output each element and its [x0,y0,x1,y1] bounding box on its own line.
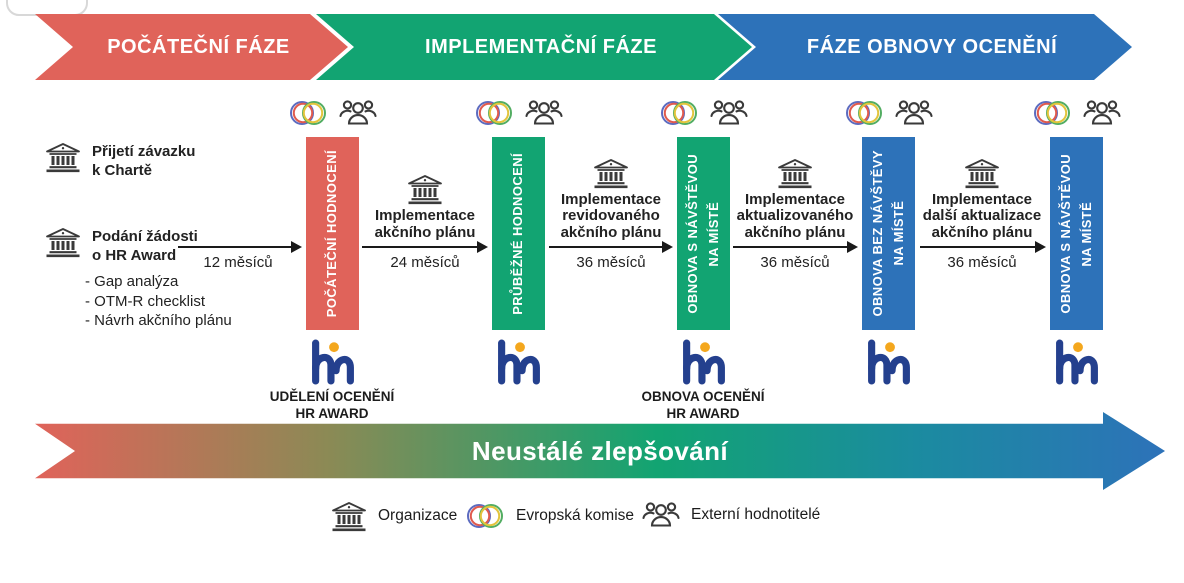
milestone-bar-initial-assessment: POČÁTEČNÍ HODNOCENÍ [306,137,359,330]
people-icon [894,98,934,128]
phase-label: FÁZE OBNOVY OCENĚNÍ [806,35,1058,58]
bank-icon [44,141,82,173]
milestone-bar-renewal-site-visit-1: OBNOVA S NÁVŠTĚVOU NA MÍSTĚ [677,137,730,330]
bank-icon [963,157,1001,189]
timeline-arrow-4 [733,240,858,255]
duration-label: 36 měsíců [947,254,1017,271]
rings-icon [464,500,506,532]
phase-banner-renewal: FÁZE OBNOVY OCENĚNÍ [718,14,1132,80]
legend-european-commission: Evropská komise [464,500,634,532]
legend-organization: Organizace [330,500,457,532]
phase-label: POČÁTEČNÍ FÁZE [107,35,290,58]
people-icon [1082,98,1122,128]
timeline-arrow-2 [362,240,488,255]
duration-label: 36 měsíců [576,254,646,271]
assessor-icons-5 [1024,97,1128,129]
legend-label: Organizace [378,507,458,524]
hr-excellence-logo [861,338,917,385]
rings-icon [473,97,515,129]
assessor-icons-1 [280,97,384,129]
legend-label: Externí hodnotitelé [691,506,821,523]
assessor-icons-3 [651,97,755,129]
phase-banner-implementation: IMPLEMENTAČNÍ FÁZE [316,14,752,80]
application-block: Podání žádosti o HR Award [44,226,198,266]
bank-icon [776,157,814,189]
legend-label: Evropská komise [516,507,635,524]
duration-label: 36 měsíců [760,254,830,271]
rings-icon [287,97,329,129]
continuous-improvement-arrow: Neustálé zlepšování [35,412,1165,490]
people-icon [641,500,681,530]
people-icon [338,98,378,128]
timeline-arrow-5 [920,240,1046,255]
cropped-ui-artifact [6,0,88,16]
milestone-bar-interim-assessment: PRŮBĚŽNÉ HODNOCENÍ [492,137,545,330]
rings-icon [843,97,885,129]
assessor-icons-2 [466,97,570,129]
application-line1: Podání žádosti [92,228,198,245]
hr-excellence-logo [1049,338,1105,385]
hr-excellence-logo [491,338,547,385]
milestone-bar-renewal-site-visit-2: OBNOVA S NÁVŠTĚVOU NA MÍSTĚ [1050,137,1103,330]
phase-label: IMPLEMENTAČNÍ FÁZE [425,35,657,58]
timeline-arrow-3 [549,240,673,255]
people-icon [709,98,749,128]
phase-banner-initial: POČÁTEČNÍ FÁZE [35,14,348,80]
application-item: - OTM-R checklist [85,292,205,310]
legend-external-evaluators: Externí hodnotitelé [641,500,820,530]
bank-icon [44,226,82,258]
application-item: - Návrh akčního plánu [85,312,232,329]
assessor-icons-4 [836,97,940,129]
hr-excellence-logo [305,338,361,385]
bank-icon [330,500,368,532]
bank-icon [406,173,444,205]
duration-label: 24 měsíců [390,254,460,271]
continuous-improvement-label: Neustálé zlepšování [471,435,729,466]
milestone-bar-renewal-no-visit: OBNOVA BEZ NÁVŠTĚVY NA MÍSTĚ [862,137,915,330]
duration-label: 12 měsíců [203,254,273,271]
rings-icon [1031,97,1073,129]
commitment-line1: Přijetí závazku [92,143,196,160]
application-item: - Gap analýza [85,273,179,290]
timeline-arrow-1 [178,240,302,255]
application-line2: o HR Award [92,246,177,264]
hr-excellence-logo [676,338,732,385]
people-icon [524,98,564,128]
application-items: - Gap analýza - OTM-R checklist - Návrh … [85,272,232,331]
commitment-line2: k Chartě [92,161,153,179]
commitment-block: Přijetí závazku k Chartě [44,141,195,181]
rings-icon [658,97,700,129]
bank-icon [592,157,630,189]
